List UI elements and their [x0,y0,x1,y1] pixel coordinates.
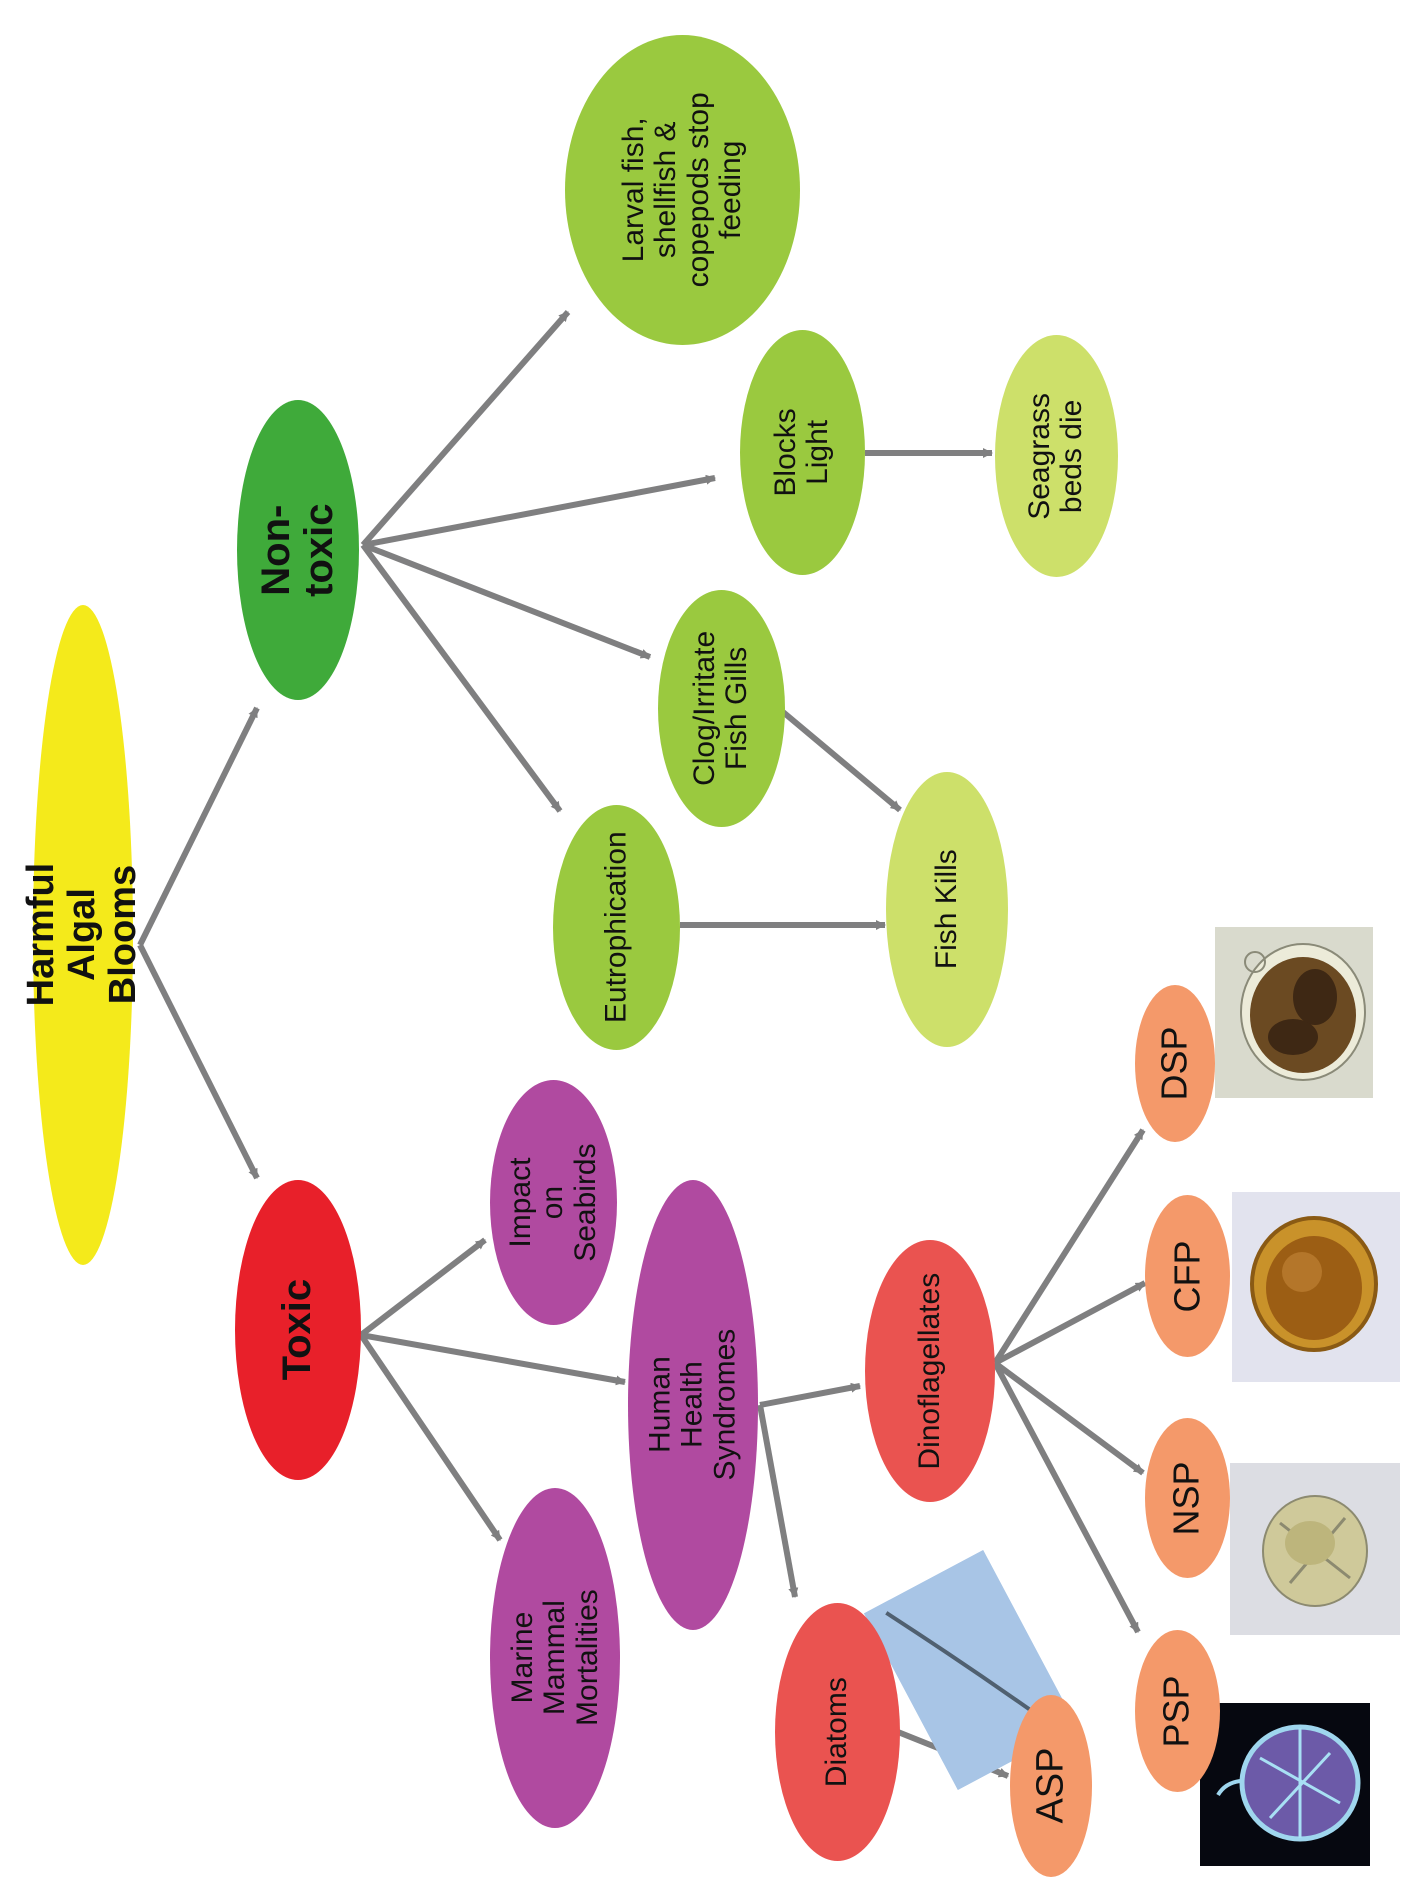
arrow-dinoflagellates-to-nsp [993,1360,1145,1476]
node-diatoms: Diatoms [775,1603,900,1861]
arrow-nontoxic-to-eutrophication [360,543,563,813]
clog-label: Clog/Irritate Fish Gills [688,630,754,787]
node-toxic: Toxic [235,1180,361,1480]
node-seabirds: Impact on Seabirds [490,1080,617,1325]
node-harmful-algal-blooms: Harmful Algal Blooms [20,605,145,1265]
node-dsp: DSP [1135,985,1215,1142]
arrow-toxic-to-marine-mammal [358,1333,503,1542]
node-dinoflagellates: Dinoflagellates [865,1240,995,1502]
fish-kills-label: Fish Kills [929,849,963,970]
node-eutrophication: Eutrophication [553,805,680,1050]
node-cfp: CFP [1145,1195,1230,1357]
node-seagrass: Seagrass beds die [995,335,1118,577]
nsp-microscope-photo [1230,1463,1400,1635]
psp-microscope-photo [1200,1703,1370,1866]
arrow-dinoflagellates-to-cfp [993,1280,1147,1366]
root-label: Harmful Algal Blooms [20,863,145,1007]
seagrass-label: Seagrass beds die [1023,392,1089,520]
eutrophication-label: Eutrophication [599,831,633,1024]
arrow-clog-to-fish-kills [781,709,902,813]
arrow-group [137,310,1147,1779]
node-human-health: Human Health Syndromes [628,1180,758,1630]
toxic-label: Toxic [275,1279,320,1381]
arrow-nontoxic-to-larval [360,310,571,547]
cfp-label: CFP [1166,1240,1208,1312]
nsp-label: NSP [1166,1460,1208,1536]
arrow-nontoxic-to-clog [361,542,652,660]
node-nsp: NSP [1145,1418,1230,1578]
marine-mammal-label: Marine Mammal Mortalities [505,1589,604,1727]
node-fish-kills: Fish Kills [886,772,1008,1047]
dsp-label: DSP [1153,1026,1195,1101]
dinoflagellates-label: Dinoflagellates [912,1272,946,1470]
larval-fish-label: Larval fish, shellfish & copepods stop f… [616,92,747,288]
cfp-microscope-photo [1232,1192,1400,1382]
node-non-toxic: Non-toxic [237,400,359,700]
asp-label: ASP [1029,1747,1072,1825]
node-asp: ASP [1010,1695,1092,1877]
psp-label: PSP [1156,1674,1198,1748]
node-blocks-light: Blocks Light [740,330,865,575]
human-health-label: Human Health Syndromes [643,1329,742,1481]
arrow-root-to-toxic [137,943,260,1180]
arrow-toxic-to-human-health [360,1332,626,1386]
non-toxic-label: Non-toxic [253,503,341,597]
seabirds-label: Impact on Seabirds [503,1143,602,1262]
node-clog-fish-gills: Clog/Irritate Fish Gills [658,590,785,827]
arrow-human-health-to-dinoflagellates [759,1382,861,1408]
arrow-human-health-to-diatoms [757,1404,799,1598]
dsp-microscope-photo [1215,927,1373,1098]
blocks-light-label: Blocks Light [769,408,835,497]
arrow-toxic-to-seabirds [359,1237,487,1338]
arrow-dinoflagellates-to-psp [992,1361,1141,1634]
node-larval-fish: Larval fish, shellfish & copepods stop f… [565,35,800,345]
diatoms-label: Diatoms [820,1676,854,1788]
arrow-nontoxic-to-blocks-light [362,474,716,548]
node-marine-mammal: Marine Mammal Mortalities [490,1488,620,1828]
node-psp: PSP [1135,1630,1220,1792]
arrow-root-to-nontoxic [137,706,260,947]
arrow-dinoflagellates-to-dsp [992,1128,1146,1365]
